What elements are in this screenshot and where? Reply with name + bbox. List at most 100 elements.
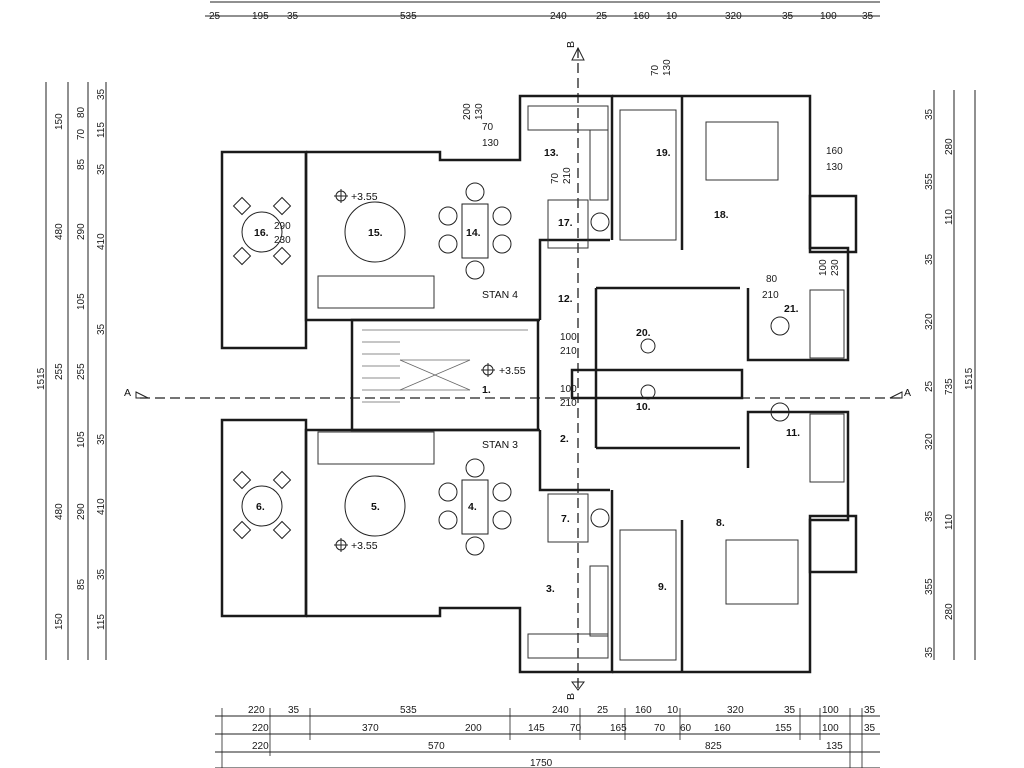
dim-b3-3: 825 (705, 741, 722, 752)
dim-b1-1: 220 (248, 705, 265, 716)
rug-lower (344, 475, 406, 537)
chair (438, 510, 458, 530)
room-10: 10. (636, 401, 651, 413)
bottom-dimension-labels: 220 35 535 240 25 160 10 320 35 100 35 2… (248, 705, 876, 768)
room-16: 16. (254, 227, 269, 239)
dim-r-6: 320 (924, 433, 935, 450)
right-dimension-labels: 35 355 35 320 25 320 35 355 35 280 110 7… (924, 108, 975, 658)
furniture (232, 182, 790, 556)
sofa-lower (317, 431, 435, 465)
bath-lower (619, 529, 677, 661)
kitchen-lower (527, 633, 609, 659)
dim-top-9: 320 (725, 11, 742, 22)
terrace-upper (808, 194, 858, 254)
dim-b1-7: 10 (667, 705, 679, 716)
closet-lower (547, 493, 589, 543)
open-9b: 230 (830, 259, 841, 276)
opening-dimensions: 200 130 70 130 70 130 160 130 290 230 10… (274, 59, 843, 409)
dim-l-2: 480 (54, 223, 65, 240)
apartment-stan3: STAN 3 (482, 439, 518, 451)
chair (465, 536, 485, 556)
dim-l-6: 85 (76, 158, 87, 170)
bed-upper (705, 121, 779, 181)
open-8b: 210 (762, 290, 779, 301)
walls (220, 94, 858, 674)
top-dimension-line (205, 1, 880, 17)
dim-top-7: 160 (633, 11, 650, 22)
room-9: 9. (658, 581, 667, 593)
dim-l-15: 35 (96, 88, 107, 100)
bottom-dimension-lines (215, 708, 880, 768)
dim-l-8: 105 (76, 293, 87, 310)
section-a-left-arrow (135, 391, 149, 399)
room-21: 21. (784, 303, 799, 315)
section-a-right-arrow (889, 391, 903, 399)
dim-b2-3: 200 (465, 723, 482, 734)
open-10: 70 (550, 172, 561, 184)
dim-top-1: 25 (209, 11, 221, 22)
dim-r-11: 110 (944, 209, 955, 225)
dim-l-5: 150 (54, 613, 65, 630)
section-a-left-label: A (124, 387, 131, 399)
dim-b2-11: 100 (822, 723, 839, 734)
dim-top-8: 10 (666, 11, 678, 22)
dim-b1-5: 25 (597, 705, 609, 716)
sofa-upper (317, 275, 435, 309)
room-5: 5. (371, 501, 380, 513)
dim-l-16: 115 (96, 122, 107, 138)
dim-l-total: 1515 (36, 367, 47, 390)
open-4b: 130 (826, 162, 843, 173)
dim-b2-7: 70 (654, 723, 666, 734)
dim-b2-6: 165 (610, 723, 627, 734)
dim-top-6: 25 (596, 11, 608, 22)
room-1: 1. (482, 384, 491, 396)
open-1: 200 (462, 103, 473, 120)
stair-core (350, 318, 540, 432)
dim-r-10: 280 (944, 138, 955, 155)
dim-l-20: 35 (96, 433, 107, 445)
dim-l-17: 35 (96, 163, 107, 175)
room-13: 13. (544, 147, 559, 159)
section-markers (135, 46, 903, 691)
rug-upper (344, 201, 406, 263)
open-1b: 130 (474, 103, 485, 120)
dim-l-18: 410 (96, 233, 107, 250)
room-numbers: 1. 2. 3. 4. 5. 6. 7. 8. 9. 10. 11. 12. 1… (254, 147, 800, 595)
dim-top-10: 35 (782, 11, 794, 22)
dim-l-23: 115 (96, 614, 107, 630)
kitchen-upper (527, 105, 609, 131)
section-b-bottom-arrow (571, 681, 585, 691)
dim-l-14: 70 (76, 128, 87, 140)
dim-l-19: 35 (96, 323, 107, 335)
dim-r-2: 355 (924, 173, 935, 190)
dim-b1-6: 160 (635, 705, 652, 716)
chair (465, 260, 485, 280)
balcony-table-upper (241, 211, 283, 253)
dim-l-12: 85 (76, 578, 87, 590)
closet-upper (547, 199, 589, 249)
bed-21 (809, 289, 845, 359)
kitchen-counter-lower (589, 565, 609, 637)
dim-b3-1: 220 (252, 741, 269, 752)
chair (492, 482, 512, 502)
dim-b2-8: 60 (680, 723, 692, 734)
dim-b2-12: 35 (864, 723, 876, 734)
dim-l-11: 290 (76, 503, 87, 520)
balcony-upper (220, 150, 308, 350)
room-12: 12. (558, 293, 573, 305)
chair (465, 458, 485, 478)
bath-upper (619, 109, 677, 241)
kitchen-counter-upper (589, 129, 609, 201)
open-5: 290 (274, 221, 291, 232)
dim-r-14: 280 (944, 603, 955, 620)
dim-b2-5: 70 (570, 723, 582, 734)
open-7b: 210 (560, 398, 577, 409)
open-5b: 230 (274, 235, 291, 246)
room-8: 8. (716, 517, 725, 529)
dim-r-13: 110 (944, 514, 955, 530)
dim-r-4: 320 (924, 313, 935, 330)
dim-r-8: 355 (924, 578, 935, 595)
open-2: 70 (482, 122, 494, 133)
dim-top-2: 195 (252, 11, 269, 22)
